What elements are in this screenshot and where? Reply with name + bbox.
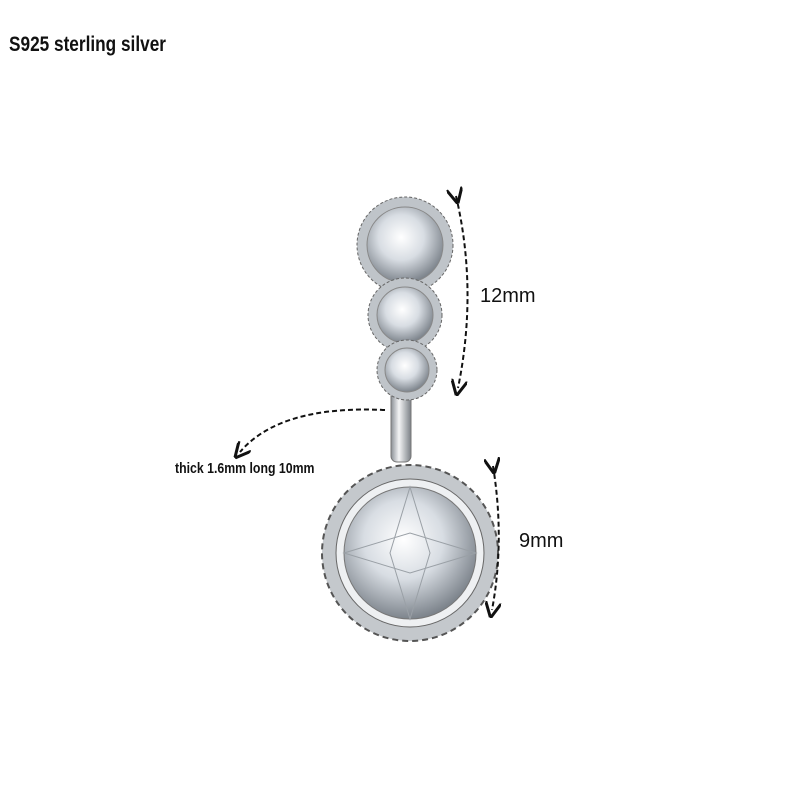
dimension-arrow-9mm [492,466,499,610]
main-gem [321,464,499,642]
bottom-length-label: 9mm [519,530,564,552]
top-gem-1 [356,196,454,294]
top-length-label: 12mm [480,285,536,307]
bar-stem [390,389,412,463]
product-title: S925 sterling silver [9,33,166,56]
dimension-arrow-12mm [456,196,469,388]
top-gem-3 [376,339,438,401]
bar-dimension-label: thick 1.6mm long 10mm [175,460,315,477]
bar-pointer-arrow [240,408,386,452]
